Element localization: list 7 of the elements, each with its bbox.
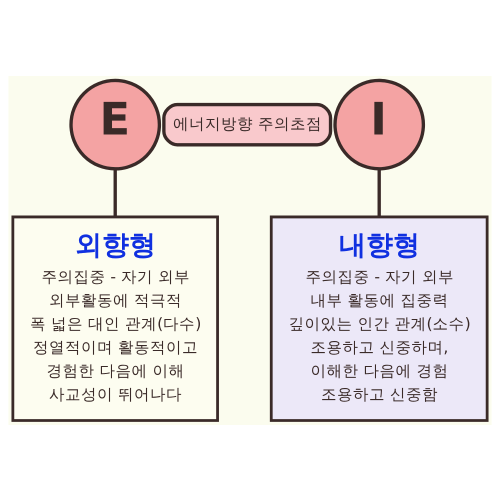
node-circle: E [69,78,162,170]
node-box: 에너지방향 주의초점 [162,102,332,146]
connector [114,168,117,216]
node-circle: I [333,78,426,170]
node-box: 외향형 주의집중 - 자기 외부 외부활동에 적극적 폭 넓은 대인 관계(다수) 정열적이며 활동적이고 경험한 다음에 이해 사교성이 뛰어나다 [11,215,219,422]
connector [378,168,381,216]
node-box: 내향형 주의집중 - 자기 외부 내부 활동에 집중력 깊이있는 인간 관계(소수) 조용하고 신중하며, 이해한 다음에 경험 조용하고 신중함 [270,215,489,422]
